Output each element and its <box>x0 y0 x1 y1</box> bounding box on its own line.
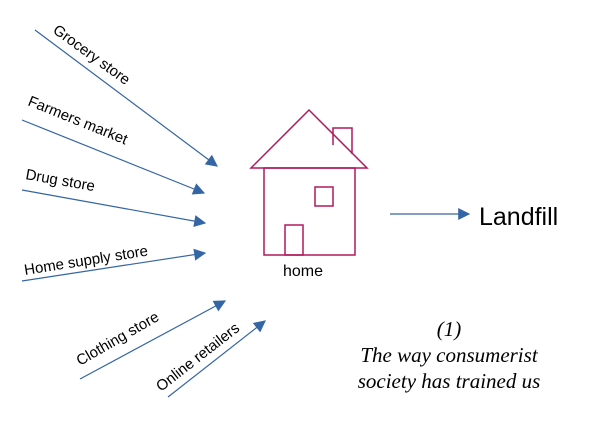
label-grocery-store: Grocery store <box>50 21 133 88</box>
house-roof <box>249 108 369 169</box>
home-label: home <box>283 263 323 280</box>
house-chimney <box>332 127 353 154</box>
label-home-supply-store: Home supply store <box>23 243 149 279</box>
label-farmers-market: Farmers market <box>26 93 131 149</box>
house-window <box>314 186 334 207</box>
arrow-grocery-store <box>34 29 218 167</box>
house-icon <box>249 108 369 256</box>
arrow-online-retailers <box>167 320 266 398</box>
house-body <box>263 167 356 256</box>
landfill-label: Landfill <box>479 203 558 231</box>
caption-line-1: The way consumerist <box>360 343 538 367</box>
label-clothing-store: Clothing store <box>74 308 163 369</box>
arrow-home-supply-store <box>21 248 207 282</box>
arrow-clothing-store <box>79 300 227 380</box>
arrow-drug-store <box>21 189 207 227</box>
label-drug-store: Drug store <box>24 166 96 195</box>
caption-line-2: society has trained us <box>358 369 541 393</box>
caption-number: (1) <box>437 317 462 341</box>
label-online-retailers: Online retailers <box>153 320 243 396</box>
arrow-farmers-market <box>21 119 206 195</box>
house-door <box>284 224 304 256</box>
